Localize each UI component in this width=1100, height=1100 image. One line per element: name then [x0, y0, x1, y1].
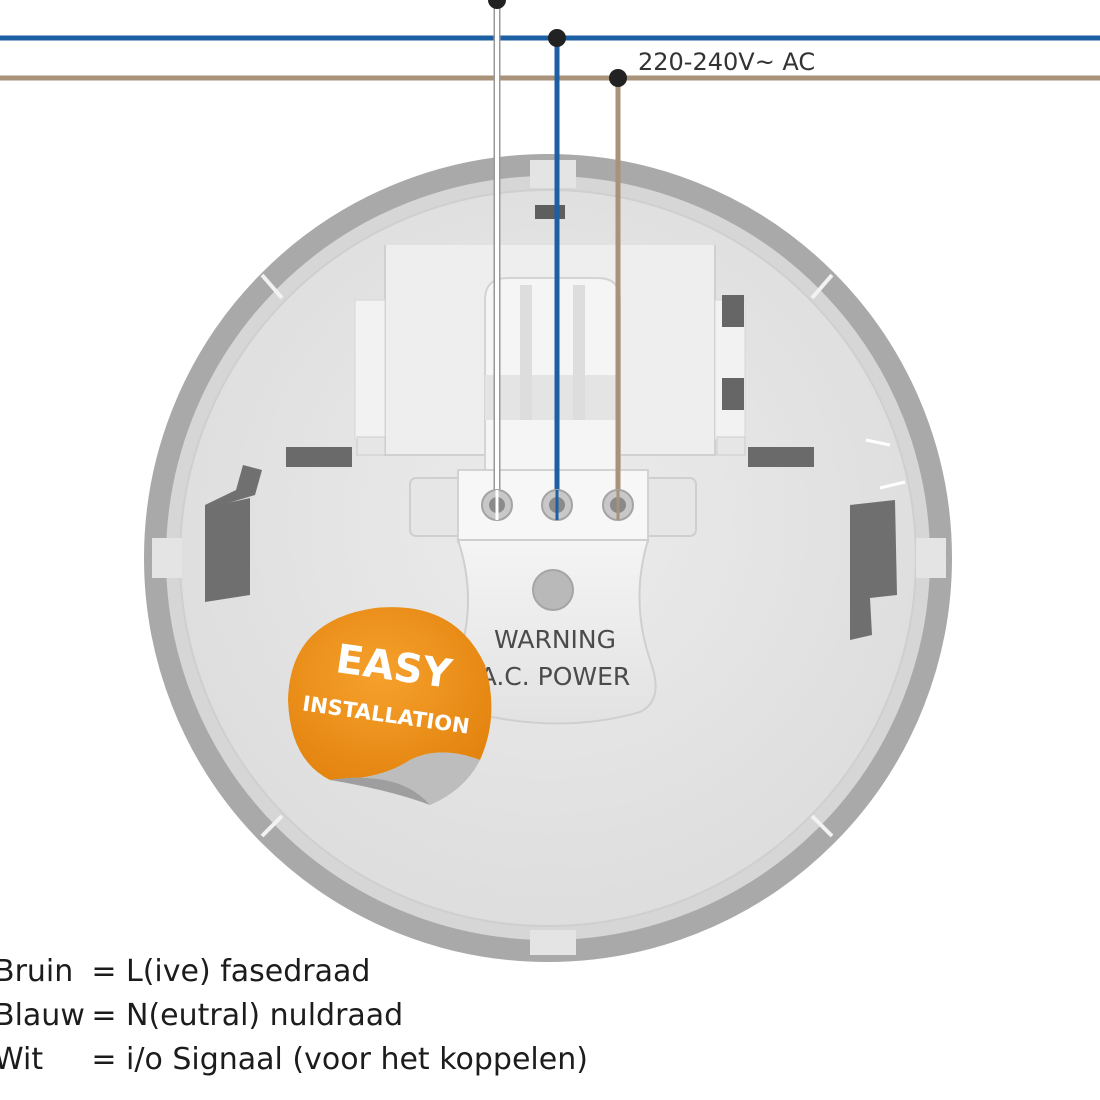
legend-equals: =	[91, 998, 117, 1033]
detector-wires	[488, 0, 627, 505]
warning-text-line2: A.C. POWER	[480, 662, 631, 691]
legend-description: N(eutral) nuldraad	[126, 998, 404, 1033]
easy-installation-badge: EASY INSTALLATION	[288, 607, 492, 805]
warning-plate: WARNING A.C. POWER	[451, 539, 657, 725]
brown-wire-junction	[609, 69, 627, 87]
supply-voltage-label: 220-240V~ AC	[638, 48, 815, 76]
legend-description: i/o Signaal (voor het koppelen)	[126, 1042, 588, 1077]
white-wire-junction	[488, 0, 506, 9]
legend-row-brown: Bruin = L(ive) fasedraad	[0, 950, 588, 994]
legend-description: L(ive) fasedraad	[126, 954, 371, 989]
legend-term: Wit	[0, 1042, 44, 1077]
warning-text-line1: WARNING	[494, 625, 616, 654]
blue-wire-junction	[548, 29, 566, 47]
legend-equals: =	[91, 1042, 117, 1077]
terminal-clamp	[409, 277, 697, 543]
legend-term: Blauw	[0, 998, 85, 1033]
legend-term: Bruin	[0, 954, 74, 989]
legend-row-blue: Blauw = N(eutral) nuldraad	[0, 994, 588, 1038]
legend-equals: =	[91, 954, 117, 989]
wire-color-legend: Bruin = L(ive) fasedraad Blauw = N(eutra…	[0, 950, 588, 1082]
terminal-screws	[481, 489, 634, 521]
supply-cables	[0, 35, 1100, 81]
legend-row-white: Wit = i/o Signaal (voor het koppelen)	[0, 1038, 588, 1082]
